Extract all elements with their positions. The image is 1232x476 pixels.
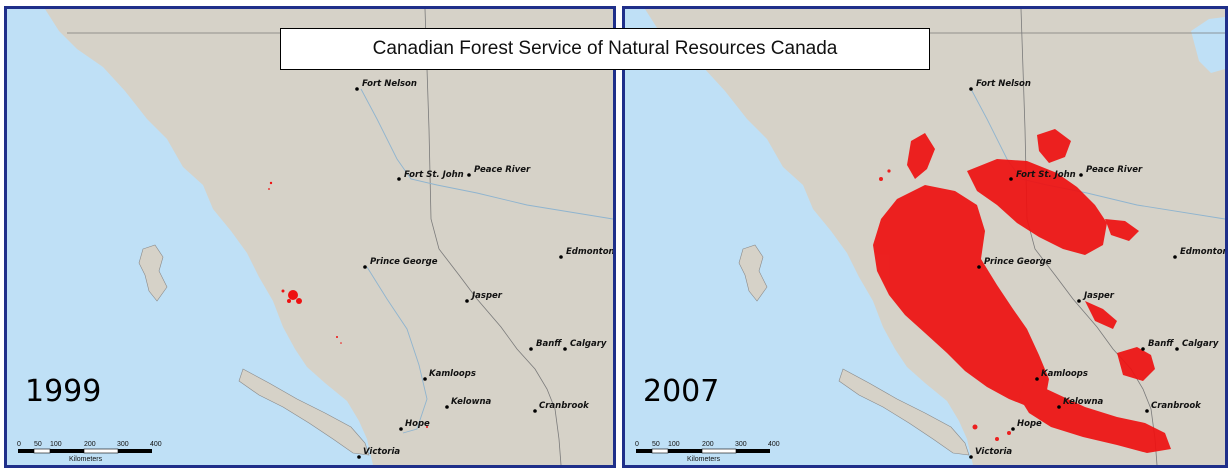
city-edmonton[interactable]: Edmonton (1173, 247, 1225, 259)
scale-bar: 0 50 100 200 300 400 Kilometers (635, 441, 780, 463)
svg-text:Peace River: Peace River (1086, 165, 1143, 175)
city-kamloops[interactable]: Kamloops (423, 369, 476, 381)
city-fort-st-john[interactable]: Fort St. John (1009, 170, 1076, 181)
svg-text:400: 400 (768, 441, 780, 448)
map-title: Canadian Forest Service of Natural Resou… (280, 28, 930, 70)
svg-text:Kamloops: Kamloops (1041, 369, 1088, 379)
svg-text:Kilometers: Kilometers (69, 456, 103, 463)
svg-text:Fort St. John: Fort St. John (1016, 170, 1076, 180)
svg-text:Hope: Hope (405, 419, 430, 429)
city-jasper[interactable]: Jasper (465, 291, 503, 303)
svg-text:Cranbrook: Cranbrook (1151, 401, 1202, 411)
map-panel-2007[interactable]: Fort Nelson Fort St. John Peace River Pr… (622, 6, 1228, 468)
city-victoria[interactable]: Victoria (357, 447, 400, 459)
city-fort-nelson[interactable]: Fort Nelson (969, 79, 1031, 91)
map-panel-1999[interactable]: Fort Nelson Fort St. John Peace River Pr… (4, 6, 616, 468)
svg-text:Banff: Banff (536, 339, 562, 349)
svg-text:Fort St. John: Fort St. John (404, 170, 464, 180)
city-hope[interactable]: Hope (1011, 419, 1042, 431)
river (366, 266, 428, 434)
city-hope[interactable]: Hope (399, 419, 430, 431)
svg-text:Prince George: Prince George (370, 257, 438, 267)
year-label: 2007 (643, 374, 719, 409)
map-canvas-1999: Fort Nelson Fort St. John Peace River Pr… (7, 9, 613, 465)
svg-text:0: 0 (17, 441, 21, 448)
svg-text:Kelowna: Kelowna (1063, 397, 1104, 407)
svg-text:Cranbrook: Cranbrook (539, 401, 590, 411)
svg-text:50: 50 (34, 441, 42, 448)
svg-text:Victoria: Victoria (975, 447, 1012, 457)
svg-text:Fort Nelson: Fort Nelson (362, 79, 417, 89)
infestation-areas (873, 129, 1171, 453)
svg-text:Fort Nelson: Fort Nelson (976, 79, 1031, 89)
haida-gwaii (738, 244, 768, 302)
svg-text:Kamloops: Kamloops (429, 369, 476, 379)
ocean (625, 9, 973, 465)
cities: Fort Nelson Fort St. John Peace River Pr… (355, 79, 613, 459)
svg-text:Calgary: Calgary (1182, 339, 1219, 349)
svg-text:50: 50 (652, 441, 660, 448)
haida-gwaii (138, 244, 168, 302)
svg-text:Kelowna: Kelowna (451, 397, 492, 407)
svg-text:Hope: Hope (1017, 419, 1042, 429)
lake (1191, 17, 1225, 73)
year-label: 1999 (25, 374, 101, 409)
svg-text:Victoria: Victoria (363, 447, 400, 457)
city-calgary[interactable]: Calgary (563, 339, 607, 351)
svg-text:Prince George: Prince George (984, 257, 1052, 267)
svg-text:100: 100 (668, 441, 680, 448)
city-peace-river[interactable]: Peace River (467, 165, 531, 177)
svg-text:Kilometers: Kilometers (687, 456, 721, 463)
vancouver-island (838, 368, 970, 456)
city-fort-nelson[interactable]: Fort Nelson (355, 79, 417, 91)
svg-text:Jasper: Jasper (470, 291, 503, 301)
svg-text:Peace River: Peace River (474, 165, 531, 175)
svg-text:Edmonton: Edmonton (1180, 247, 1225, 257)
city-victoria[interactable]: Victoria (969, 447, 1012, 459)
city-cranbrook[interactable]: Cranbrook (1145, 401, 1202, 413)
city-cranbrook[interactable]: Cranbrook (533, 401, 590, 413)
svg-text:100: 100 (50, 441, 62, 448)
cities: Fort Nelson Fort St. John Peace River Pr… (969, 79, 1225, 459)
svg-text:200: 200 (84, 441, 96, 448)
svg-text:400: 400 (150, 441, 162, 448)
svg-text:300: 300 (117, 441, 129, 448)
svg-text:Banff: Banff (1148, 339, 1174, 349)
city-calgary[interactable]: Calgary (1175, 339, 1219, 351)
svg-text:Calgary: Calgary (570, 339, 607, 349)
city-prince-george[interactable]: Prince George (977, 257, 1052, 269)
bc-alberta-border (1020, 9, 1158, 465)
city-banff[interactable]: Banff (1141, 339, 1174, 351)
city-peace-river[interactable]: Peace River (1079, 165, 1143, 177)
svg-text:0: 0 (635, 441, 639, 448)
city-kelowna[interactable]: Kelowna (445, 397, 492, 409)
city-jasper[interactable]: Jasper (1077, 291, 1115, 303)
river (360, 88, 613, 220)
city-banff[interactable]: Banff (529, 339, 562, 351)
city-fort-st-john[interactable]: Fort St. John (397, 170, 464, 181)
ocean (7, 9, 373, 465)
bc-alberta-border (424, 9, 562, 465)
city-kelowna[interactable]: Kelowna (1057, 397, 1104, 409)
map-canvas-2007: Fort Nelson Fort St. John Peace River Pr… (625, 9, 1225, 465)
svg-text:Jasper: Jasper (1082, 291, 1115, 301)
svg-text:Edmonton: Edmonton (566, 247, 613, 257)
vancouver-island (238, 368, 370, 456)
city-edmonton[interactable]: Edmonton (559, 247, 613, 259)
svg-text:200: 200 (702, 441, 714, 448)
scale-bar: 0 50 100 200 300 400 Kilometers (17, 441, 162, 463)
city-prince-george[interactable]: Prince George (363, 257, 438, 269)
svg-text:300: 300 (735, 441, 747, 448)
infestation-areas (268, 181, 428, 428)
city-kamloops[interactable]: Kamloops (1035, 369, 1088, 381)
